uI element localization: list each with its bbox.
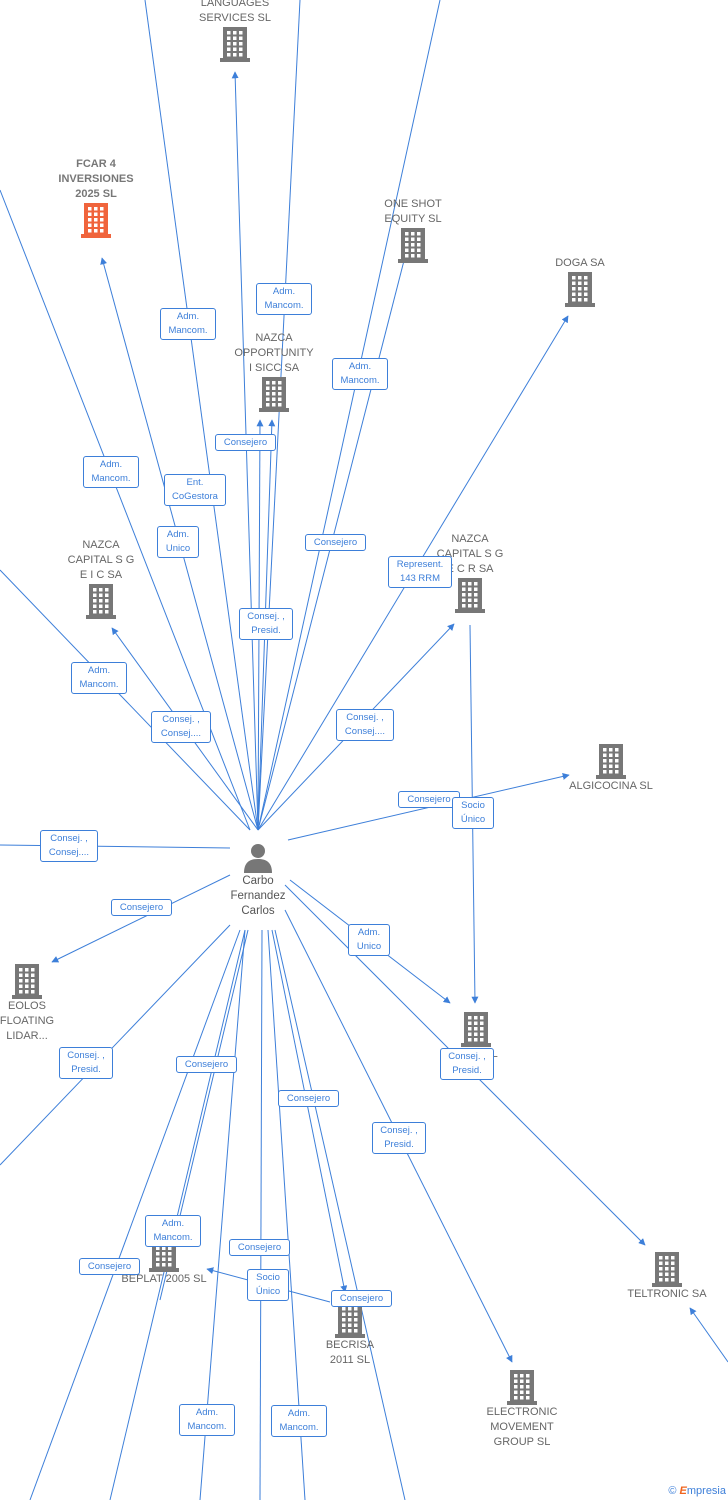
node-label: BECRISA 2011 SL [325,1339,375,1366]
edge-label[interactable]: Consejero [331,1290,392,1307]
building-icon [259,377,289,412]
relation-edge [0,569,251,831]
edge-label[interactable]: Consejero [229,1239,290,1256]
node-label: TELTRONIC SA [627,1288,707,1300]
edge-label[interactable]: Adm. Mancom. [71,662,127,694]
edge-label[interactable]: Consej. , Consej.... [40,830,98,862]
node-label: BEPLAT 2005 SL [121,1273,207,1285]
building-icon [86,584,116,619]
copyright-icon: © [668,1485,677,1497]
edge-label[interactable]: Consejero [305,534,366,551]
node-doga[interactable]: DOGA SA [530,256,630,307]
building-icon [461,1012,491,1047]
brand-name: mpresia [686,1485,726,1497]
edge-label[interactable]: Adm. Mancom. [256,283,312,315]
edge-label[interactable]: Adm. Mancom. [271,1405,327,1437]
node-label: DOGA SA [555,257,605,269]
brand-footer[interactable]: © Empresia [668,1485,726,1497]
node-one-shot[interactable]: ONE SHOT EQUITY SL [363,197,463,263]
edge-label[interactable]: Adm. Unico [348,924,390,956]
relation-edge [0,189,251,831]
edge-label[interactable]: Adm. Unico [157,526,199,558]
edge-label[interactable]: Socio Único [247,1269,289,1301]
edge-label[interactable]: Consejero [278,1090,339,1107]
edge-label[interactable]: Consej. , Presid. [59,1047,113,1079]
center-person-node[interactable]: Carbo Fernandez Carlos [212,842,304,919]
relation-edge [257,0,301,831]
edge-label[interactable]: Adm. Mancom. [332,358,388,390]
node-algicocina[interactable]: ALGICOCINA SL [561,743,661,794]
node-nazca-eic[interactable]: NAZCA CAPITAL S G E I C SA [50,538,152,619]
node-languages-services[interactable]: LANGUAGES SERVICES SL [180,0,290,62]
edge-label[interactable]: Adm. Mancom. [179,1404,235,1436]
edge-label[interactable]: Adm. Mancom. [145,1215,201,1247]
building-icon [596,744,626,779]
building-icon [652,1252,682,1287]
building-icon [565,272,595,307]
node-label: NAZCA OPPORTUNITY I SICC SA [234,332,314,374]
relation-edge [257,0,441,831]
node-label: LANGUAGES SERVICES SL [199,0,271,24]
node-electronic[interactable]: ELECTRONIC MOVEMENT GROUP SL [472,1369,572,1450]
node-nazca-opportunity[interactable]: NAZCA OPPORTUNITY I SICC SA [222,331,326,412]
node-label: ELECTRONIC MOVEMENT GROUP SL [486,1406,558,1448]
edge-label[interactable]: Consejero [215,434,276,451]
edge-label[interactable]: Consejero [111,899,172,916]
node-label: ONE SHOT EQUITY SL [384,198,442,225]
node-label: NAZCA CAPITAL S G E I C SA [67,539,135,581]
edge-label[interactable]: Consejero [398,791,460,808]
edge-label[interactable]: Consej. , Presid. [372,1122,426,1154]
node-label: EOLOS FLOATING LIDAR... [0,1000,55,1042]
relation-edge [51,874,231,963]
edge-label[interactable]: Consej. , Consej.... [151,711,211,743]
node-nazca-ecr[interactable]: NAZCA CAPITAL S G E C R SA [418,532,522,613]
relation-edge [0,924,231,1166]
node-label: FCAR 4 INVERSIONES 2025 SL [58,158,134,200]
relation-edge [259,929,263,1500]
edge-label[interactable]: Adm. Mancom. [160,308,216,340]
edge-label[interactable]: Consejero [176,1056,237,1073]
node-becrisa[interactable]: BECRISA 2011 SL [312,1302,388,1368]
building-icon [507,1370,537,1405]
node-eolos[interactable]: EOLOS FLOATING LIDAR... [0,963,64,1044]
node-label: ALGICOCINA SL [569,780,653,792]
building-icon [398,228,428,263]
building-icon [81,203,111,238]
person-name: Carbo Fernandez Carlos [230,875,286,917]
edge-label[interactable]: Represent. 143 RRM [388,556,452,588]
building-icon [335,1303,365,1338]
edge-label[interactable]: Consejero [79,1258,140,1275]
person-icon [244,844,272,873]
edge-label[interactable]: Consej. , Presid. [239,608,293,640]
relation-edge [231,71,259,831]
edge-label[interactable]: Ent. CoGestora [164,474,226,506]
edge-label[interactable]: Consej. , Presid. [440,1048,494,1080]
building-icon [455,578,485,613]
building-icon [12,964,42,999]
brand-initial: E [679,1485,687,1497]
relation-edge [689,1307,728,1363]
edge-label[interactable]: Consej. , Consej.... [336,709,394,741]
relation-edge [29,929,241,1500]
relation-edge [144,0,259,831]
edge-label[interactable]: Adm. Mancom. [83,456,139,488]
relation-edge [271,929,348,1293]
node-teltronic[interactable]: TELTRONIC SA [617,1251,717,1302]
relation-edge [0,844,231,849]
edge-label[interactable]: Socio Único [452,797,494,829]
building-icon [220,27,250,62]
relation-edge [274,929,406,1500]
node-fcar4[interactable]: FCAR 4 INVERSIONES 2025 SL [40,157,152,238]
